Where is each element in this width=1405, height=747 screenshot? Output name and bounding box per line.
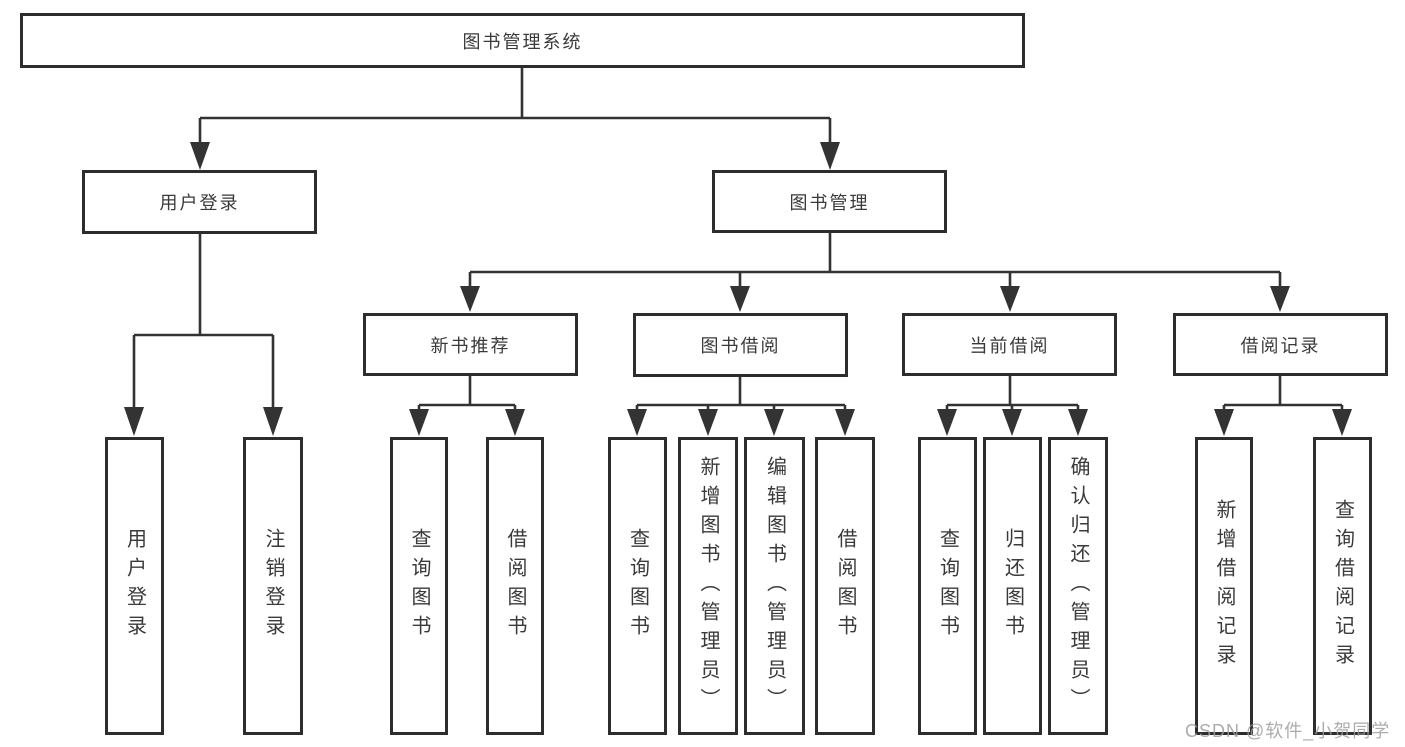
- leaf-borrow-books-2: 借阅图书: [815, 437, 875, 735]
- node-label: 借阅记录: [1240, 335, 1321, 356]
- leaf-add-borrow-record: 新增借阅记录: [1195, 437, 1253, 735]
- node-root: 图书管理系统: [20, 13, 1025, 68]
- leaf-query-borrow-record: 查询借阅记录: [1313, 437, 1372, 735]
- node-new-book-recommend: 新书推荐: [363, 313, 578, 376]
- arrowheads: [124, 142, 1352, 436]
- node-label: 确认归还（管理员）: [1067, 455, 1089, 717]
- node-label: 查询图书: [936, 528, 959, 644]
- node-label: 新增图书（管理员）: [697, 455, 719, 717]
- node-label: 查询借阅记录: [1331, 499, 1354, 673]
- node-label: 图书管理系统: [462, 31, 583, 52]
- leaf-return-books: 归还图书: [983, 437, 1042, 735]
- node-label: 用户登录: [159, 193, 240, 213]
- leaf-borrow-books: 借阅图书: [486, 437, 544, 735]
- leaf-confirm-return-admin: 确认归还（管理员）: [1048, 437, 1108, 735]
- node-label: 图书管理: [789, 192, 870, 213]
- node-label: 图书借阅: [700, 336, 781, 356]
- leaf-edit-books-admin: 编辑图书（管理员）: [744, 437, 805, 735]
- node-label: 编辑图书（管理员）: [763, 455, 786, 717]
- node-borrow-record: 借阅记录: [1173, 313, 1388, 376]
- node-current-borrow: 当前借阅: [902, 313, 1117, 376]
- node-label: 新增借阅记录: [1213, 499, 1235, 673]
- node-label: 用户登录: [123, 528, 146, 644]
- node-label: 查询图书: [408, 528, 430, 644]
- node-book-management: 图书管理: [712, 170, 947, 233]
- node-label: 借阅图书: [834, 528, 856, 644]
- leaf-query-books: 查询图书: [390, 437, 448, 735]
- leaf-add-books-admin: 新增图书（管理员）: [678, 437, 738, 735]
- node-book-borrow: 图书借阅: [633, 313, 848, 377]
- leaf-query-books-2: 查询图书: [608, 437, 667, 735]
- leaf-query-books-3: 查询图书: [918, 437, 977, 735]
- node-label: 归还图书: [1001, 528, 1024, 644]
- node-user-login: 用户登录: [82, 170, 317, 234]
- csdn-watermark: CSDN @软件_小贺同学: [1185, 721, 1391, 741]
- leaf-logout-login: 注销登录: [243, 437, 303, 735]
- node-label: 注销登录: [262, 528, 284, 644]
- node-label: 查询图书: [626, 528, 649, 644]
- leaf-user-login: 用户登录: [105, 437, 164, 735]
- node-label: 当前借阅: [969, 335, 1050, 356]
- node-label: 新书推荐: [430, 335, 511, 356]
- node-label: 借阅图书: [504, 528, 526, 644]
- connector-lines: [132, 68, 1344, 411]
